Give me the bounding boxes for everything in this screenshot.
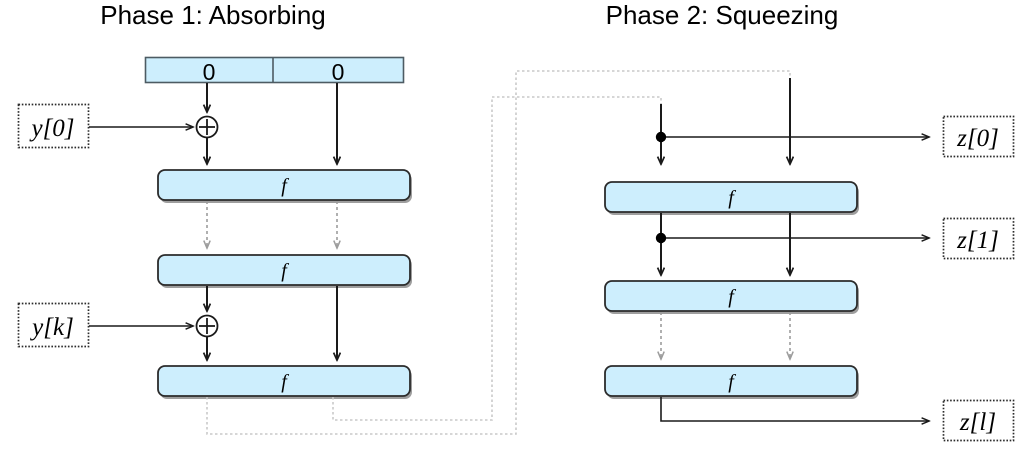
squeeze-permutation-f-1-box <box>604 181 858 213</box>
input-y0-box <box>17 103 90 149</box>
xor-gate-2 <box>195 314 219 338</box>
permutation-f-3-box <box>157 365 411 397</box>
state-cell-capacity-value: 0 <box>332 59 345 85</box>
squeeze-permutation-f-2-box <box>604 280 858 312</box>
input-y0: y[0] <box>17 103 90 149</box>
state-bar: 0 0 <box>144 56 405 85</box>
squeeze-permutation-f-3-label: f <box>728 371 736 393</box>
input-yk-label: y[k] <box>29 314 74 341</box>
phase-2-title: Phase 2: Squeezing <box>606 0 839 30</box>
output-z1-label: z[1] <box>956 227 999 254</box>
state-cell-rate-value: 0 <box>203 59 216 85</box>
phase-1-title: Phase 1: Absorbing <box>100 0 326 30</box>
output-zl-label: z[l] <box>959 409 996 436</box>
tap-dot-icon <box>655 131 667 143</box>
output-zl-box <box>942 399 1015 442</box>
permutation-f-3: f <box>157 365 412 399</box>
tap-dot-icon <box>655 232 667 244</box>
permutation-f-2: f <box>157 254 412 288</box>
output-z0-label: z[0] <box>956 125 999 152</box>
output-z0: z[0] <box>942 115 1015 158</box>
permutation-f-1-label: f <box>281 175 289 197</box>
permutation-f-3-label: f <box>281 371 289 393</box>
squeeze-permutation-f-2: f <box>604 280 859 314</box>
squeeze-permutation-f-2-label: f <box>728 286 736 308</box>
permutation-f-1-box <box>157 169 411 201</box>
squeeze-permutation-f-1: f <box>604 181 859 215</box>
permutation-f-2-label: f <box>281 260 289 282</box>
output-z1: z[1] <box>942 217 1015 260</box>
input-yk-box <box>17 302 90 348</box>
input-yk: y[k] <box>17 302 90 348</box>
state-bar-outline <box>144 56 405 84</box>
wire-f3-to-zl <box>660 397 929 421</box>
squeeze-permutation-f-3: f <box>604 365 859 399</box>
feedback-path-capacity <box>332 96 662 421</box>
permutation-f-1: f <box>157 169 412 203</box>
squeeze-permutation-f-3-box <box>604 365 858 397</box>
output-z0-box <box>942 115 1015 158</box>
output-z1-box <box>942 217 1015 260</box>
input-y0-label: y[0] <box>28 115 74 142</box>
permutation-f-2-box <box>157 254 411 286</box>
xor-gate-1 <box>195 115 219 139</box>
output-zl: z[l] <box>942 399 1015 442</box>
squeeze-permutation-f-1-label: f <box>728 187 736 209</box>
